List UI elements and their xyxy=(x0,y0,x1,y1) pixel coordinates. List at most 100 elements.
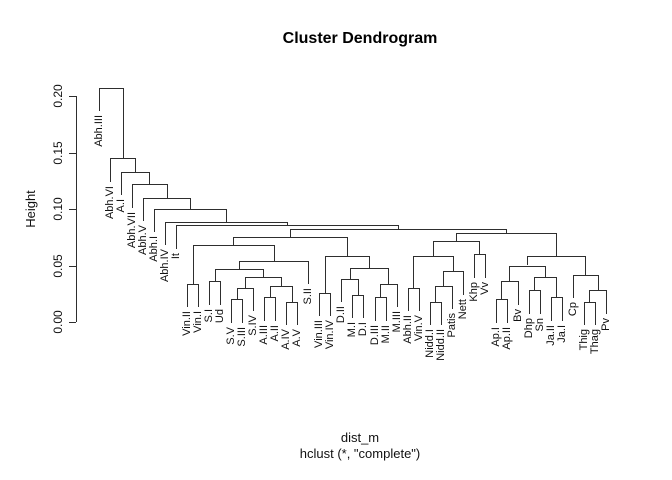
dendrogram-line xyxy=(132,184,168,186)
dendrogram-line xyxy=(583,301,585,326)
dendrogram-line xyxy=(280,276,282,286)
dendrogram-line xyxy=(495,299,497,323)
dendrogram-line xyxy=(517,281,519,305)
leaf-label: It xyxy=(170,252,183,259)
leaf-label: Ap.II xyxy=(500,326,513,350)
dendrogram-line xyxy=(275,297,277,321)
dendrogram-line xyxy=(273,245,275,261)
dendrogram-line xyxy=(429,301,442,303)
dendrogram-line xyxy=(341,279,359,281)
dendrogram-line xyxy=(269,285,271,298)
dendrogram-line xyxy=(236,288,238,300)
dendrogram-line xyxy=(556,276,558,298)
dendrogram-line xyxy=(435,285,437,302)
dendrogram-line xyxy=(583,301,596,303)
dendrogram-line xyxy=(324,256,370,258)
dendrogram-line xyxy=(545,265,547,277)
leaf-label: Thag xyxy=(588,329,601,355)
leaf-label: M.III xyxy=(390,310,403,333)
dendrogram-line xyxy=(479,240,481,255)
dendrogram-line xyxy=(534,276,558,278)
dendrogram-line xyxy=(238,260,240,269)
dendrogram-line xyxy=(435,285,453,287)
dendrogram-line xyxy=(209,281,222,283)
leaf-label: A.I xyxy=(115,199,128,213)
dendrogram-line xyxy=(187,283,189,307)
dendrogram-line xyxy=(572,274,599,276)
dendrogram-line xyxy=(290,229,292,238)
y-axis-tick xyxy=(69,265,76,267)
dendrogram-line xyxy=(290,229,508,231)
y-axis-tick-label: 0.05 xyxy=(51,253,65,278)
dendrogram-line xyxy=(231,299,233,323)
dendrogram-line xyxy=(396,283,398,307)
dendrogram-line xyxy=(214,268,264,270)
dendrogram-line xyxy=(407,288,420,290)
dendrogram-line xyxy=(413,256,415,289)
dendrogram-line xyxy=(374,297,376,321)
dendrogram-line xyxy=(110,158,112,182)
dendrogram-line xyxy=(214,268,216,282)
dendrogram-line xyxy=(539,290,541,314)
dendrogram-line xyxy=(187,283,200,285)
leaf-label: Abh.III xyxy=(93,115,105,148)
leaf-label: Nidd.I xyxy=(423,329,436,358)
dendrogram-line xyxy=(443,271,464,273)
dendrogram-line xyxy=(99,88,100,112)
leaf-label: Abh.II xyxy=(401,315,414,345)
chart-title: Cluster Dendrogram xyxy=(282,30,438,47)
y-axis-tick xyxy=(69,96,76,97)
dendrogram-line xyxy=(143,197,145,222)
y-axis-tick-label: 0.10 xyxy=(51,197,65,221)
dendrogram-line xyxy=(341,279,343,303)
leaf-label: Vv xyxy=(478,281,491,295)
dendrogram-line xyxy=(527,256,529,266)
dendrogram-line xyxy=(484,254,486,278)
leaf-label: Vin.V xyxy=(412,315,425,342)
dendrogram-line xyxy=(245,276,246,289)
dendrogram-line xyxy=(233,237,235,246)
leaf-label: D.II xyxy=(335,306,348,324)
dendrogram-line xyxy=(308,260,310,285)
dendrogram-line xyxy=(121,171,151,173)
leaf-label: A.V xyxy=(291,329,304,347)
dendrogram-line xyxy=(418,288,420,312)
dendrogram-line xyxy=(220,281,222,305)
dendrogram-line xyxy=(534,276,536,291)
leaf-label: S.II xyxy=(302,288,315,305)
y-axis-tick xyxy=(69,152,76,154)
dendrogram-line xyxy=(242,299,244,323)
dendrogram-line xyxy=(388,267,390,284)
dendrogram-line xyxy=(380,283,398,285)
leaf-label: Ja.I xyxy=(555,324,568,343)
dendrogram-line xyxy=(451,285,453,310)
dendrogram-line xyxy=(110,158,137,160)
leaf-label: Patis xyxy=(445,313,458,338)
dendrogram-line xyxy=(135,158,137,172)
y-axis-tick xyxy=(69,322,76,323)
dendrogram-line xyxy=(121,171,123,196)
dendrogram-line xyxy=(99,88,124,90)
dendrogram-line xyxy=(589,290,607,292)
dendrogram-line xyxy=(231,299,244,301)
dendrogram-line xyxy=(605,290,607,314)
dendrogram-line xyxy=(245,276,282,278)
dendrogram-line xyxy=(166,184,168,198)
dendrogram-line xyxy=(462,271,464,295)
dendrogram-line xyxy=(374,297,387,299)
dendrogram-line xyxy=(209,281,211,305)
y-axis-line xyxy=(76,96,77,322)
dendrogram-line xyxy=(198,283,200,307)
dendrogram-line xyxy=(509,265,547,267)
leaf-label: Nidd.II xyxy=(434,329,447,361)
dendrogram-line xyxy=(291,285,293,302)
dendrogram-line xyxy=(352,294,354,319)
dendrogram-line xyxy=(287,221,289,226)
leaf-label: Ud xyxy=(214,308,227,323)
dendrogram-line xyxy=(165,221,167,246)
y-axis-title: Height xyxy=(23,190,38,228)
leaf-label: Nett xyxy=(456,298,469,319)
dendrogram-line xyxy=(238,260,310,262)
dendrogram-line xyxy=(192,245,275,247)
dendrogram-line xyxy=(528,290,541,292)
